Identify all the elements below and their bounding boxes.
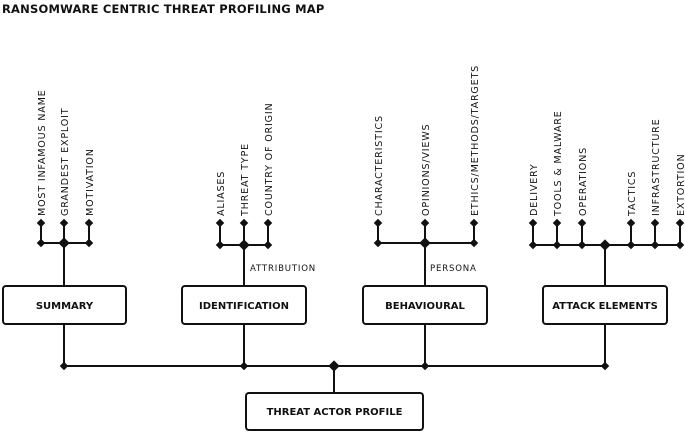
junction-marker [58,237,70,249]
category-label: IDENTIFICATION [199,301,289,312]
leaf-marker [36,218,46,228]
root-label: THREAT ACTOR PROFILE [267,407,403,418]
category-label: SUMMARY [36,301,94,312]
leaf-delivery: DELIVERY [529,163,540,216]
end-marker [650,240,660,250]
leaf-marker [263,218,273,228]
leaf-ethics-methods-targets: ETHICS/METHODS/TARGETS [470,65,481,216]
leaf-operations: OPERATIONS [578,147,589,216]
leaf-marker [84,218,94,228]
leaf-country-of-origin: COUNTRY OF ORIGIN [264,103,275,216]
end-marker [469,238,479,248]
category-summary: SUMMARY [2,285,127,325]
leaf-aliases: ALIASES [216,171,227,216]
end-marker [675,240,685,250]
end-marker [552,240,562,250]
leaf-marker [650,218,660,228]
category-label: ATTACK ELEMENTS [552,301,658,312]
end-marker [626,240,636,250]
leaf-threat-type: THREAT TYPE [240,143,251,217]
leaf-tactics: TACTICS [627,171,638,217]
bus-marker [600,361,610,371]
category-label: BEHAVIOURAL [385,301,465,312]
leaf-extortion: EXTORTION [676,154,685,216]
bus-marker [239,361,249,371]
map-title: RANSOMWARE CENTRIC THREAT PROFILING MAP [2,2,324,16]
bus-marker [420,361,430,371]
identification-leaves: ALIASES THREAT TYPE COUNTRY OF ORIGIN [216,103,275,217]
leaf-marker [215,218,225,228]
junction-marker [238,239,250,251]
leaf-characteristics: CHARACTERISTICS [374,115,385,216]
leaf-marker [675,218,685,228]
end-marker [373,238,383,248]
leaf-marker [626,218,636,228]
category-attack-elements: ATTACK ELEMENTS [542,285,668,325]
leaf-tools-malware: TOOLS & MALWARE [553,110,564,217]
leaf-marker [239,218,249,228]
end-marker [577,240,587,250]
category-behavioural: BEHAVIOURAL [362,285,488,325]
junction-marker [419,237,431,249]
bus-marker [59,361,69,371]
leaf-marker [59,218,69,228]
leaf-opinions-views: OPINIONS/VIEWS [421,124,432,216]
leaf-marker [469,218,479,228]
leaf-marker [577,218,587,228]
persona-tag: PERSONA [430,264,477,274]
end-marker [215,240,225,250]
end-marker [36,238,46,248]
end-marker [84,238,94,248]
leaf-marker [373,218,383,228]
end-marker [528,240,538,250]
leaf-motivation: MOTIVATION [85,148,96,216]
junction-marker [599,239,611,251]
behavioural-leaves: CHARACTERISTICS OPINIONS/VIEWS ETHICS/ME… [374,65,481,216]
leaf-marker [552,218,562,228]
leaf-marker [528,218,538,228]
leaf-marker [420,218,430,228]
leaf-most-infamous-name: MOST INFAMOUS NAME [37,89,48,216]
attack-elements-leaves: DELIVERY TOOLS & MALWARE OPERATIONS TACT… [529,110,685,217]
root-threat-actor-profile: THREAT ACTOR PROFILE [245,392,424,431]
attribution-tag: ATTRIBUTION [250,264,316,274]
summary-leaves: MOST INFAMOUS NAME GRANDEST EXPLOIT MOTI… [37,89,96,216]
leaf-infrastructure: INFRASTRUCTURE [651,118,662,216]
end-marker [263,240,273,250]
bus-junction-marker [328,360,340,372]
leaf-grandest-exploit: GRANDEST EXPLOIT [60,108,71,216]
category-identification: IDENTIFICATION [181,285,307,325]
